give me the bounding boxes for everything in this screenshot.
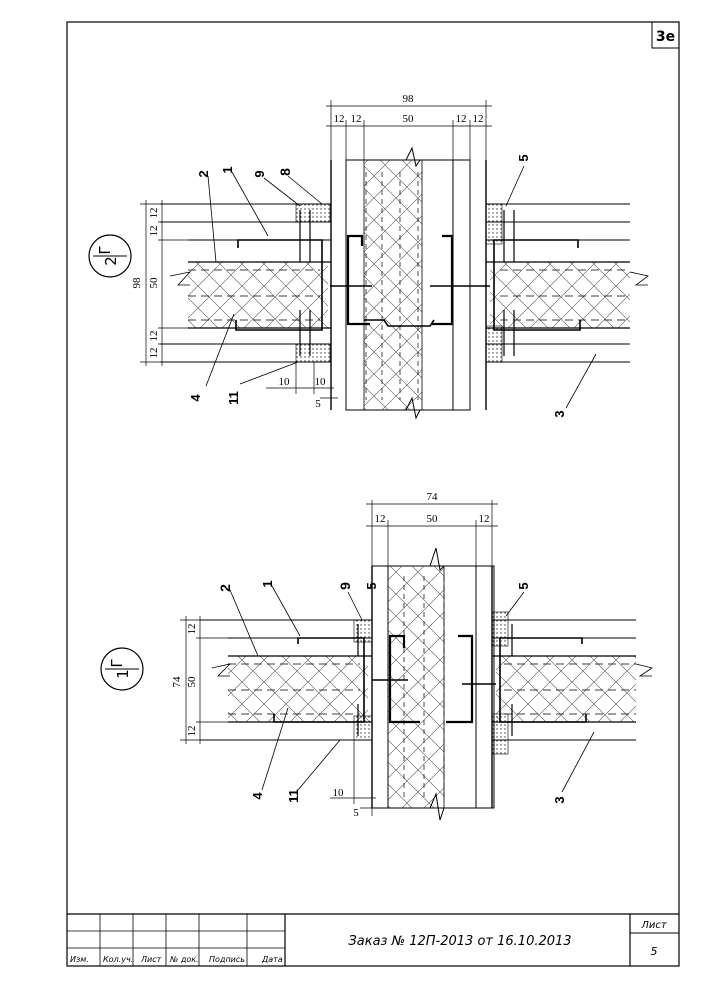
dimension-bottom-section-top bbox=[266, 362, 338, 410]
dim-top-d: 12 bbox=[473, 113, 484, 125]
section-marker-top: Г 2 bbox=[88, 234, 132, 278]
dim-top-total: 74 bbox=[427, 491, 439, 503]
callout-11: 11 bbox=[226, 391, 241, 405]
dim-top-a: 12 bbox=[375, 513, 386, 525]
sheet-number: 5 bbox=[651, 945, 658, 958]
sheet-label: Лист bbox=[640, 920, 668, 931]
callout-11: 11 bbox=[286, 789, 301, 803]
callout-8: 8 bbox=[277, 168, 293, 176]
callout-5b: 5 bbox=[516, 582, 531, 589]
dimension-bottom-section-bottom bbox=[330, 740, 380, 816]
dimension-top-section-top bbox=[326, 100, 492, 160]
callout-3: 3 bbox=[552, 410, 567, 417]
dim-top-b: 12 bbox=[351, 113, 362, 125]
section-marker-letter: Г bbox=[96, 245, 114, 254]
callout-1: 1 bbox=[220, 166, 235, 173]
dim-left-total: 74 bbox=[171, 676, 183, 688]
section-marker-number: 2 bbox=[102, 256, 120, 266]
dim-left-c: 12 bbox=[148, 331, 160, 342]
right-panel-top bbox=[430, 203, 649, 363]
left-panel-top bbox=[160, 203, 372, 363]
column-insulation bbox=[387, 565, 445, 809]
dim-bottom-gap1: 10 bbox=[279, 376, 291, 388]
callout-9: 9 bbox=[252, 170, 267, 177]
sheet-code-box: 3е bbox=[651, 21, 680, 49]
callout-leaders-top bbox=[205, 165, 597, 409]
sheet-frame bbox=[66, 21, 680, 967]
dim-top-c: 12 bbox=[456, 113, 467, 125]
dimension-top-section-bottom bbox=[366, 500, 498, 566]
section-marker-bottom: Г 1 bbox=[100, 647, 144, 691]
dim-left-a: 12 bbox=[148, 208, 160, 219]
dim-left-a: 12 bbox=[186, 624, 198, 635]
title-col-izm: Изм. bbox=[70, 955, 89, 964]
title-col-signature: Подпись bbox=[209, 955, 245, 964]
left-panel-bottom bbox=[200, 619, 408, 741]
dim-bottom-gap2: 10 bbox=[315, 376, 327, 388]
title-col-doc-no: № док. bbox=[169, 955, 199, 964]
dim-left-total: 98 bbox=[131, 277, 143, 289]
order-text: Заказ № 12П-2013 от 16.10.2013 bbox=[348, 934, 571, 949]
dim-top-total: 98 bbox=[403, 93, 415, 105]
sheet-code: 3е bbox=[656, 29, 675, 45]
dimension-left-section-top bbox=[140, 200, 188, 366]
dim-left-d: 12 bbox=[148, 348, 160, 359]
callout-1: 1 bbox=[260, 580, 275, 587]
dim-left-b: 12 bbox=[186, 726, 198, 737]
dim-left-middle: 50 bbox=[148, 277, 160, 289]
dim-bottom-gap2: 5 bbox=[353, 807, 359, 819]
column-insulation bbox=[363, 159, 423, 411]
title-col-list: Лист bbox=[140, 955, 162, 964]
dim-left-middle: 50 bbox=[186, 676, 198, 688]
dim-bottom-gap1: 10 bbox=[333, 787, 345, 799]
title-col-kol-uch: Кол.уч. bbox=[103, 955, 133, 964]
callout-9: 9 bbox=[337, 582, 353, 590]
dim-top-b: 12 bbox=[479, 513, 490, 525]
section-top: Г 2 bbox=[88, 93, 649, 420]
dim-left-b: 12 bbox=[148, 226, 160, 237]
callout-4: 4 bbox=[188, 394, 203, 402]
callout-4: 4 bbox=[250, 792, 265, 800]
section-bottom: Г 1 bbox=[100, 491, 653, 821]
callout-5: 5 bbox=[516, 154, 531, 161]
callout-2: 2 bbox=[196, 170, 211, 177]
section-marker-number: 1 bbox=[114, 669, 132, 679]
dim-top-middle: 50 bbox=[427, 513, 439, 525]
callout-3: 3 bbox=[552, 796, 567, 803]
right-panel-bottom bbox=[462, 611, 653, 755]
dimension-left-section-bottom bbox=[180, 616, 228, 744]
dim-top-middle: 50 bbox=[403, 113, 415, 125]
callout-leaders-bottom bbox=[229, 585, 595, 793]
title-block bbox=[67, 913, 679, 966]
callout-2: 2 bbox=[217, 584, 233, 592]
title-col-date: Дата bbox=[261, 955, 283, 964]
dim-top-a: 12 bbox=[334, 113, 345, 125]
callout-5a: 5 bbox=[364, 582, 379, 589]
section-marker-letter: Г bbox=[108, 658, 126, 667]
dim-bottom-gap3: 5 bbox=[315, 398, 321, 410]
